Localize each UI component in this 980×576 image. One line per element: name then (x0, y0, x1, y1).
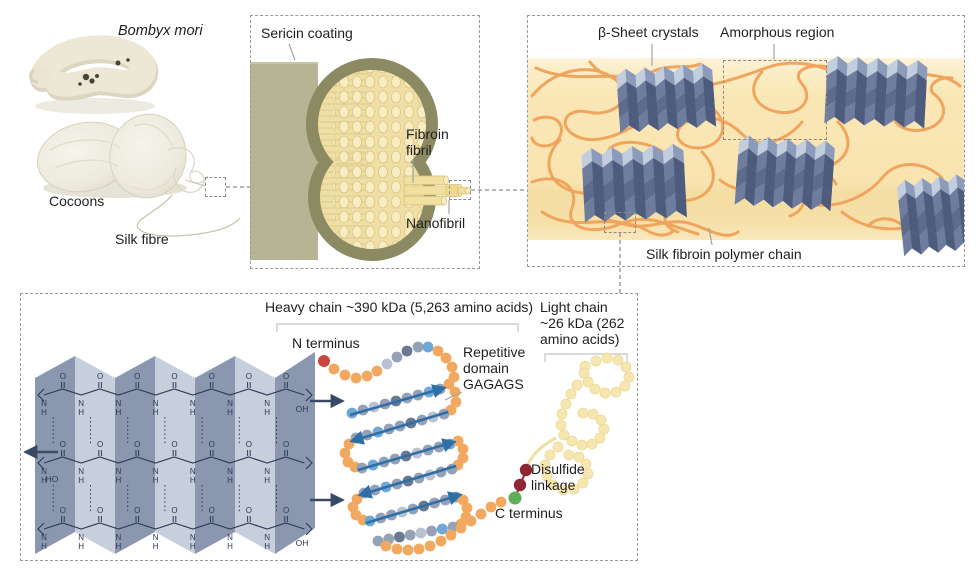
zoom-box-polymer-chain (604, 212, 636, 233)
svg-text:H: H (153, 476, 159, 485)
svg-text:N: N (190, 467, 196, 476)
sericin-coating-label: Sericin coating (261, 25, 353, 41)
heavy-chain-label: Heavy chain ~390 kDa (5,263 amino acids) (265, 299, 534, 315)
svg-text:N: N (153, 467, 159, 476)
species-label: Bombyx mori (118, 23, 203, 39)
silk-fibre-label: Silk fibre (115, 231, 169, 247)
svg-text:H: H (264, 542, 270, 551)
svg-text:O: O (283, 506, 289, 515)
svg-text:OH: OH (296, 538, 309, 548)
svg-text:N: N (41, 533, 47, 542)
svg-text:OH: OH (296, 404, 309, 414)
svg-text:N: N (153, 399, 159, 408)
svg-text:N: N (78, 533, 84, 542)
svg-text:H: H (190, 476, 196, 485)
svg-text:H: H (153, 408, 159, 417)
zoom-box-nanofibril (449, 180, 471, 200)
svg-text:H: H (78, 408, 84, 417)
svg-text:N: N (78, 467, 84, 476)
svg-text:H: H (264, 408, 270, 417)
beta-sheet-crystal (824, 55, 928, 129)
svg-text:H: H (41, 542, 47, 551)
repetitive-domain-label: Repetitive domain GAGAGS (463, 344, 526, 393)
svg-text:O: O (209, 372, 215, 381)
svg-text:N: N (264, 533, 270, 542)
amorphous-region-box (723, 60, 827, 140)
c-terminus-label: C terminus (495, 505, 563, 521)
svg-text:O: O (209, 440, 215, 449)
svg-text:H: H (153, 542, 159, 551)
svg-text:O: O (60, 506, 66, 515)
svg-text:H: H (41, 408, 47, 417)
svg-text:O: O (97, 372, 103, 381)
svg-text:N: N (41, 467, 47, 476)
svg-text:O: O (246, 506, 252, 515)
beta-sheet-crystal (896, 172, 964, 257)
beta-sheet-crystal (734, 135, 835, 212)
svg-text:H: H (41, 476, 47, 485)
fibre-inner-structure (528, 55, 964, 257)
svg-text:N: N (116, 399, 122, 408)
svg-text:O: O (97, 506, 103, 515)
disulfide-linkage-label: Disulfide linkage (531, 461, 585, 494)
svg-text:O: O (246, 440, 252, 449)
svg-text:H: H (227, 476, 233, 485)
svg-text:HO: HO (46, 474, 59, 484)
pointer-lines (226, 43, 775, 401)
svg-text:O: O (171, 440, 177, 449)
amorphous-region-label: Amorphous region (720, 24, 835, 40)
beta-sheet-crystal (616, 63, 717, 134)
svg-text:O: O (171, 372, 177, 381)
light-chain-label: Light chain ~26 kDa (262 amino acids) (540, 299, 625, 348)
fibroin-fibril-label: Fibroin fibril (406, 126, 449, 159)
svg-text:O: O (134, 440, 140, 449)
svg-text:O: O (246, 372, 252, 381)
svg-text:N: N (116, 533, 122, 542)
svg-text:N: N (264, 467, 270, 476)
svg-text:O: O (97, 440, 103, 449)
svg-text:O: O (134, 506, 140, 515)
svg-text:N: N (41, 399, 47, 408)
svg-text:N: N (227, 533, 233, 542)
svg-text:H: H (116, 476, 122, 485)
svg-text:H: H (227, 408, 233, 417)
beta-sheet-crystal (581, 143, 687, 223)
specimen-illustration (29, 35, 241, 237)
svg-text:H: H (190, 408, 196, 417)
svg-text:H: H (78, 542, 84, 551)
beta-sheet-crystals-label: β-Sheet crystals (598, 24, 699, 40)
zoom-box-silk-fibre (205, 177, 226, 197)
svg-text:H: H (190, 542, 196, 551)
svg-text:N: N (227, 399, 233, 408)
svg-text:O: O (134, 372, 140, 381)
svg-text:N: N (78, 399, 84, 408)
svg-text:N: N (190, 533, 196, 542)
svg-text:O: O (283, 440, 289, 449)
n-terminus-label: N terminus (292, 335, 360, 351)
svg-text:H: H (78, 476, 84, 485)
svg-text:H: H (227, 542, 233, 551)
svg-text:H: H (264, 476, 270, 485)
svg-text:O: O (60, 372, 66, 381)
molecular-structure: NHONHONHONHONHONHONHOOHNHONHONHONHONHONH… (23, 323, 635, 556)
fibre-cross-section (250, 58, 471, 261)
svg-text:N: N (190, 399, 196, 408)
cocoons-label: Cocoons (49, 193, 105, 209)
svg-text:N: N (227, 467, 233, 476)
svg-text:O: O (283, 372, 289, 381)
svg-text:N: N (153, 533, 159, 542)
svg-text:N: N (116, 467, 122, 476)
svg-text:H: H (116, 408, 122, 417)
svg-text:O: O (209, 506, 215, 515)
polymer-chain-label: Silk fibroin polymer chain (646, 246, 802, 262)
nanofibril-label: Nanofibril (406, 215, 466, 231)
svg-text:N: N (264, 399, 270, 408)
svg-text:O: O (171, 506, 177, 515)
svg-text:H: H (116, 542, 122, 551)
svg-text:O: O (60, 440, 66, 449)
